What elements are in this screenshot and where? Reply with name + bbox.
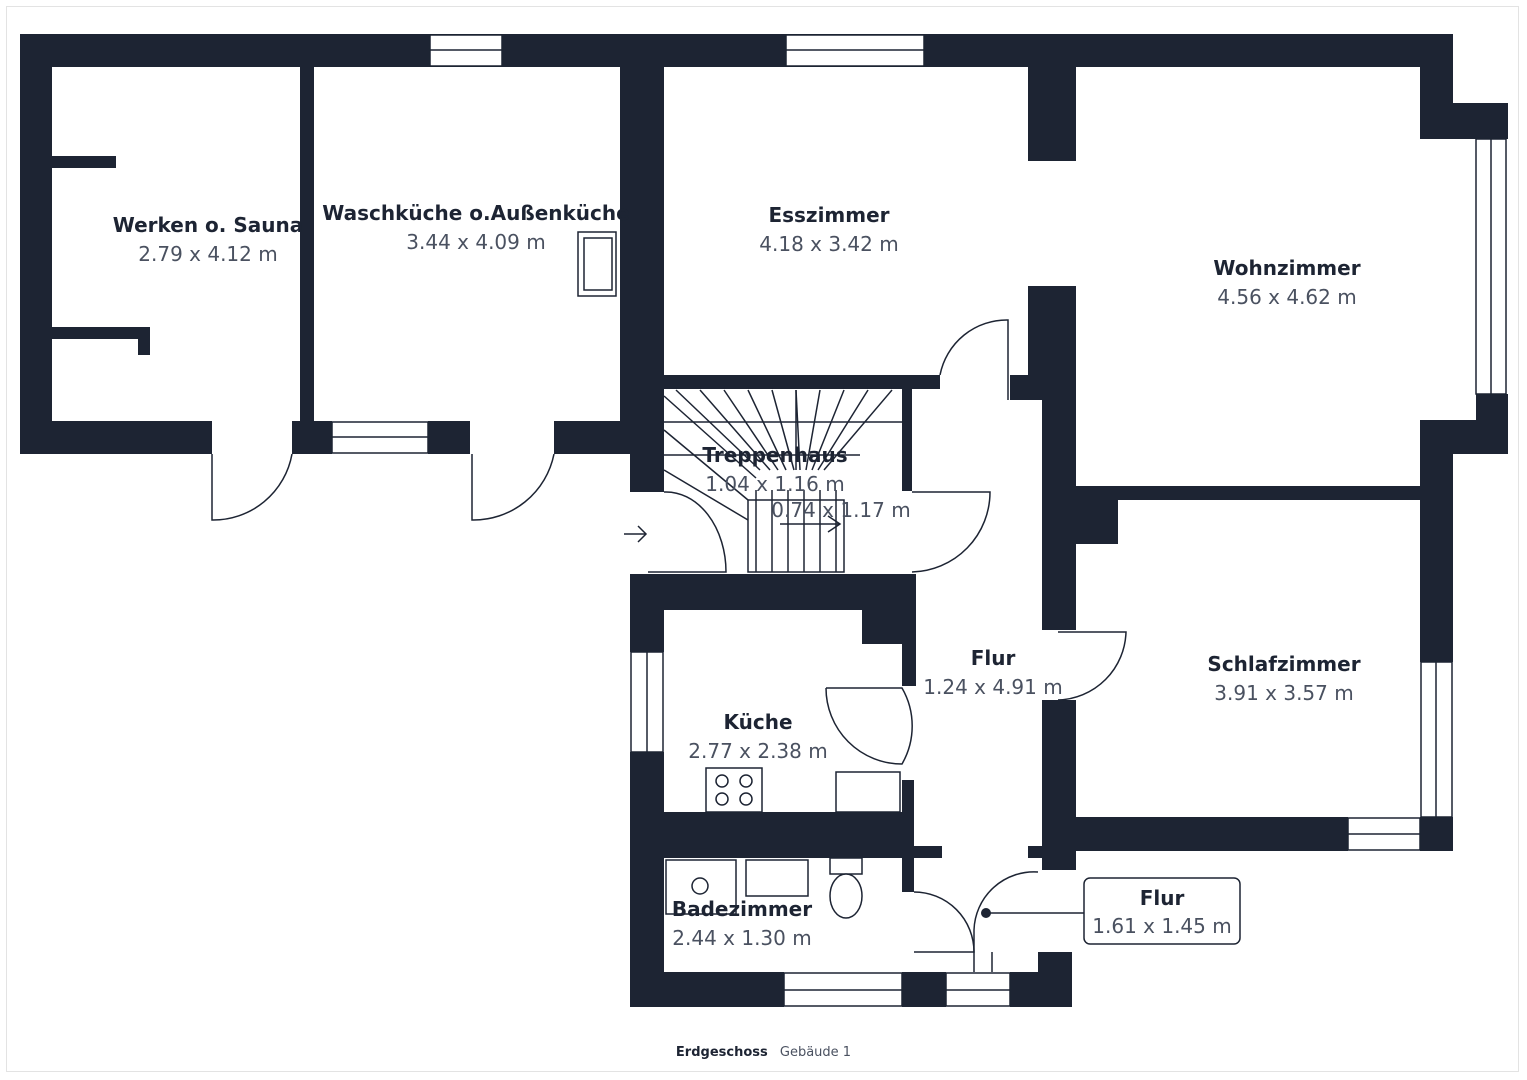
room-kueche-name: Küche — [723, 710, 792, 734]
room-flur-entry-dims: 1.61 x 1.45 m — [1092, 914, 1231, 938]
room-flur-entry-name: Flur — [1140, 886, 1185, 910]
room-esszimmer-dims: 4.18 x 3.42 m — [759, 232, 898, 256]
room-labels: Werken o. Sauna 2.79 x 4.12 m Waschküche… — [113, 201, 1361, 950]
windows — [331, 34, 1507, 1007]
floor-label: Erdgeschoss — [675, 1045, 768, 1060]
toilet-icon — [829, 857, 863, 875]
room-schlafzimmer-name: Schlafzimmer — [1207, 652, 1360, 676]
fixtures — [577, 231, 901, 919]
room-badezimmer-dims: 2.44 x 1.30 m — [672, 926, 811, 950]
kitchen-sink-icon — [835, 771, 901, 813]
room-wohnzimmer-name: Wohnzimmer — [1213, 256, 1360, 280]
stove-icon — [705, 767, 763, 813]
room-esszimmer-name: Esszimmer — [768, 203, 889, 227]
room-waschkueche-dims: 3.44 x 4.09 m — [406, 230, 545, 254]
room-schlafzimmer-dims: 3.91 x 3.57 m — [1214, 681, 1353, 705]
room-badezimmer-name: Badezimmer — [672, 897, 812, 921]
room-wohnzimmer-dims: 4.56 x 4.62 m — [1217, 285, 1356, 309]
staircase — [663, 389, 906, 573]
room-flur-main-name: Flur — [971, 646, 1016, 670]
room-kueche-dims: 2.77 x 2.38 m — [688, 739, 827, 763]
room-werken-name: Werken o. Sauna — [113, 213, 303, 237]
entry-marker-icon — [981, 908, 991, 918]
building-label: Gebäude 1 — [779, 1045, 852, 1060]
room-treppenhaus-dims2: 0.74 x 1.17 m — [771, 498, 910, 522]
shower-icon — [665, 859, 737, 915]
room-treppenhaus-name: Treppenhaus — [702, 443, 847, 467]
room-werken-dims: 2.79 x 4.12 m — [138, 242, 277, 266]
flur-entry-label-box — [1083, 877, 1241, 945]
footer: Erdgeschoss Gebäude 1 — [0, 1045, 1527, 1060]
room-flur-main-dims: 1.24 x 4.91 m — [923, 675, 1062, 699]
doors — [211, 319, 1127, 972]
room-waschkueche-name: Waschküche o.Außenküche — [322, 201, 629, 225]
room-treppenhaus-dims: 1.04 x 1.16 m — [705, 472, 844, 496]
entrance-arrow-icon — [624, 525, 648, 543]
walls — [20, 34, 1508, 1007]
bath-sink-icon — [745, 859, 809, 897]
page-frame — [6, 6, 1519, 1072]
